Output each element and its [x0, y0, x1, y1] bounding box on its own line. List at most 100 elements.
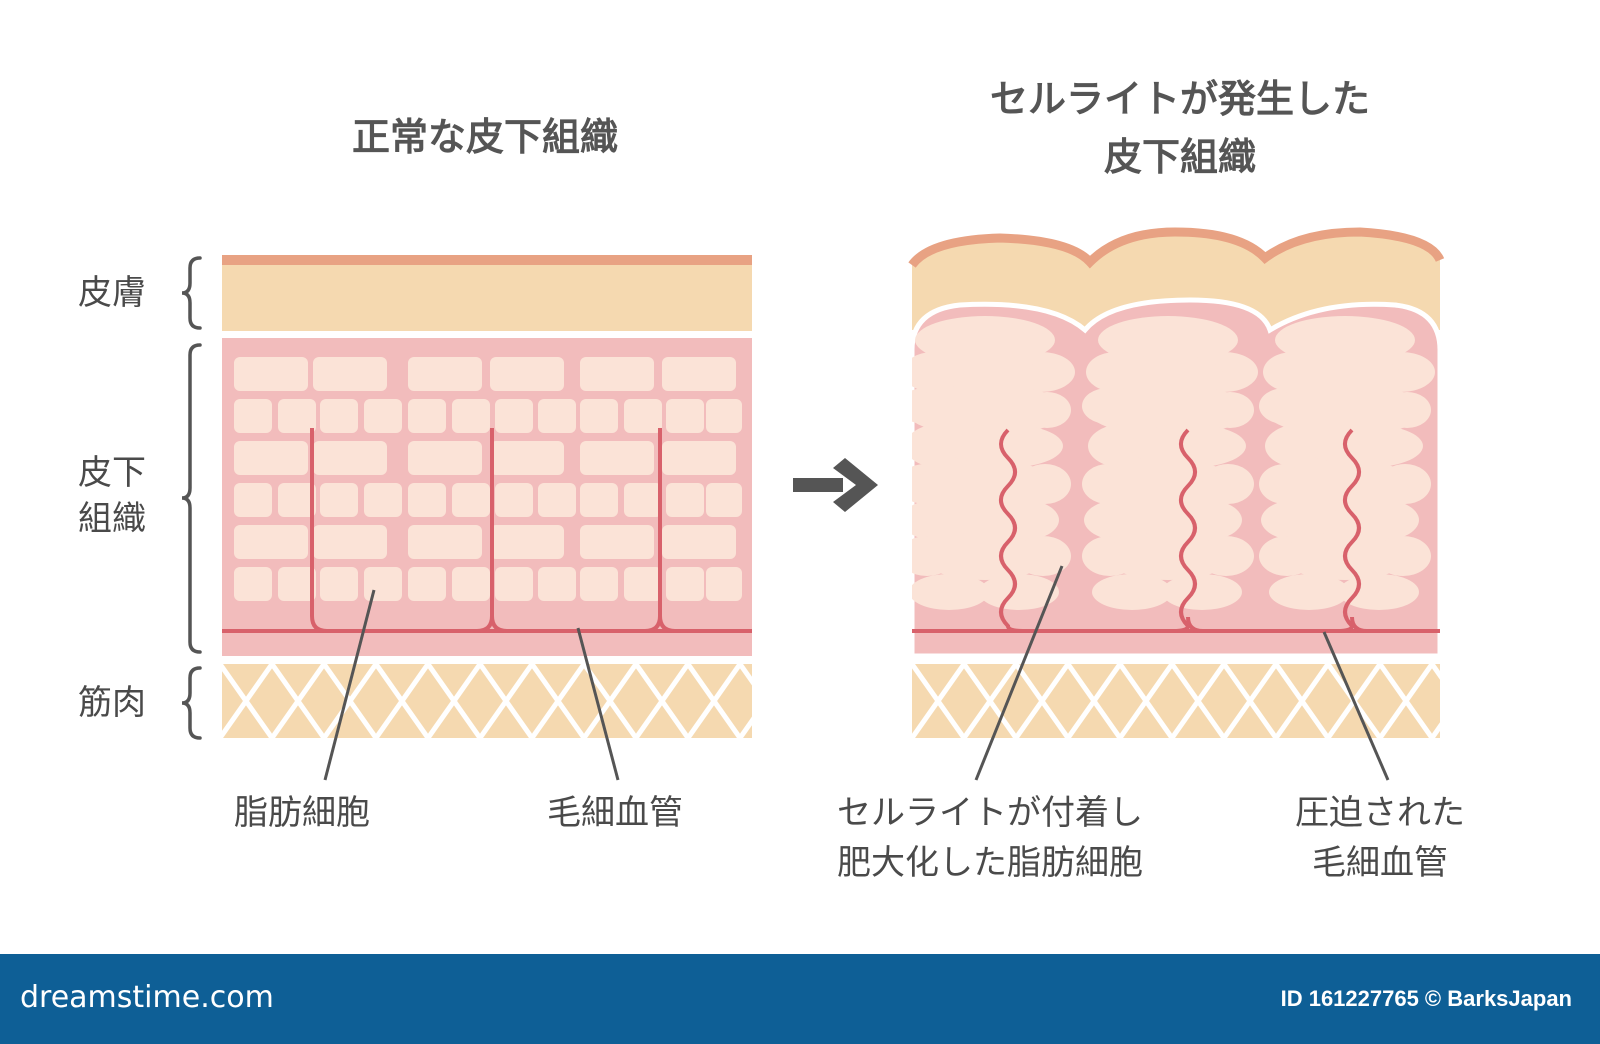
- fat-cell: [538, 483, 576, 517]
- enlarged-fat-cell-leader: [974, 565, 1064, 781]
- enlarged-fat-cell: [1098, 460, 1238, 508]
- enlarged-fat-cells-callout-line1: セルライトが付着し: [837, 793, 1143, 833]
- skin-label: 皮膚: [78, 273, 146, 313]
- fat-cell: [662, 525, 736, 559]
- fat-cell: [495, 399, 533, 433]
- enlarged-fat-cells: [912, 316, 1435, 610]
- fat-cell: [234, 483, 272, 517]
- enlarged-fat-cell: [1198, 536, 1254, 576]
- fat-cell: [278, 567, 316, 601]
- footer-image-id: ID 161227765 © BarksJapan: [1280, 986, 1572, 1011]
- enlarged-fat-cells-callout-line2: 肥大化した脂肪細胞: [837, 843, 1143, 883]
- enlarged-fat-cell: [1275, 316, 1415, 364]
- fat-cell: [490, 357, 564, 391]
- enlarged-fat-cell: [1379, 464, 1431, 504]
- skin-diagram: [181, 227, 1445, 781]
- enlarged-fat-cell: [1307, 424, 1423, 468]
- fat-cell: [706, 483, 742, 517]
- enlarged-fat-cell: [1339, 574, 1419, 610]
- left-skin-layer: [222, 255, 752, 331]
- fat-cell: [495, 567, 533, 601]
- enlarged-fat-cell: [1088, 384, 1248, 436]
- fat-cell: [706, 567, 742, 601]
- right-panel-title-line2: 皮下組織: [1103, 135, 1256, 179]
- capillary-leader: [576, 627, 620, 781]
- fat-cell: [452, 483, 490, 517]
- fat-cell: [666, 567, 704, 601]
- subcutaneous-label-line2: 組織: [78, 499, 146, 539]
- fat-cell: [278, 483, 316, 517]
- fat-cell: [666, 399, 704, 433]
- enlarged-fat-cell: [1092, 574, 1172, 610]
- compressed-capillaries: [912, 428, 1440, 633]
- fat-cell: [408, 525, 482, 559]
- fat-cell: [662, 441, 736, 475]
- fat-cell: [538, 399, 576, 433]
- fat-cell: [234, 399, 272, 433]
- subcutaneous-bracket: [181, 343, 202, 654]
- fat-cell: [408, 357, 482, 391]
- enlarged-fat-cell: [1084, 498, 1172, 542]
- capillaries-callout: 毛細血管: [547, 793, 683, 833]
- fat-cell: [313, 525, 387, 559]
- muscle-bracket: [181, 666, 202, 740]
- enlarged-fat-cell: [979, 574, 1059, 610]
- right-skin-layer: [908, 227, 1445, 330]
- subcutaneous-label-line1: 皮下: [78, 453, 146, 493]
- compressed-capillaries-callout-line1: 圧迫された: [1295, 793, 1465, 833]
- callout-leader-lines: [323, 565, 1390, 781]
- enlarged-fat-cell: [915, 316, 1055, 364]
- fat-cell: [452, 399, 490, 433]
- fat-cell: [320, 567, 358, 601]
- compressed-capillary-leader: [1322, 631, 1390, 781]
- enlarged-fat-cell: [1154, 498, 1242, 542]
- fat-cells-callout: 脂肪細胞: [234, 793, 370, 833]
- enlarged-fat-cell: [1275, 460, 1415, 508]
- fat-cell: [278, 399, 316, 433]
- fat-cell: [364, 399, 402, 433]
- footer-bar: dreamstime.com ID 161227765 © BarksJapan: [0, 954, 1600, 1044]
- enlarged-fat-cell: [1206, 392, 1254, 428]
- enlarged-fat-cell: [912, 498, 989, 542]
- fat-cell: [490, 525, 564, 559]
- fat-cell: [580, 399, 618, 433]
- enlarged-fat-cell: [912, 384, 1065, 436]
- fat-cell-leader: [323, 589, 376, 781]
- muscle-label: 筋肉: [78, 683, 146, 723]
- compressed-capillaries-callout-line2: 毛細血管: [1312, 843, 1448, 883]
- right-arrow-icon: [793, 458, 878, 512]
- fat-cell: [580, 525, 654, 559]
- enlarged-fat-cell: [1383, 392, 1431, 428]
- fat-cell: [495, 483, 533, 517]
- enlarged-fat-cell: [1375, 536, 1431, 576]
- skin-bracket: [181, 256, 202, 330]
- enlarged-fat-cell: [947, 424, 1063, 468]
- fat-cell: [408, 483, 446, 517]
- fat-cell: [313, 357, 387, 391]
- enlarged-fat-cell: [1261, 498, 1349, 542]
- fat-cell: [490, 441, 564, 475]
- enlarged-fat-cell: [921, 532, 1049, 580]
- fat-cell: [662, 357, 736, 391]
- fat-cell: [624, 399, 662, 433]
- left-subcutaneous-layer: [222, 338, 752, 656]
- enlarged-fat-cell: [1023, 392, 1071, 428]
- fat-cell: [580, 357, 654, 391]
- left-muscle-layer: [222, 664, 752, 738]
- fat-cell: [364, 483, 402, 517]
- fat-cell: [452, 567, 490, 601]
- fat-cell: [364, 567, 402, 601]
- fat-cell: [313, 441, 387, 475]
- fat-cell: [320, 483, 358, 517]
- enlarged-fat-cell: [1098, 316, 1238, 364]
- enlarged-fat-cell: [1162, 574, 1242, 610]
- fat-cell: [706, 399, 742, 433]
- capillaries: [222, 428, 752, 633]
- fat-cell: [234, 357, 308, 391]
- fat-cell: [408, 399, 446, 433]
- fat-cell: [624, 483, 662, 517]
- enlarged-fat-cell: [915, 460, 1055, 508]
- fat-cell: [580, 483, 618, 517]
- fat-cell: [320, 399, 358, 433]
- fat-cell: [624, 567, 662, 601]
